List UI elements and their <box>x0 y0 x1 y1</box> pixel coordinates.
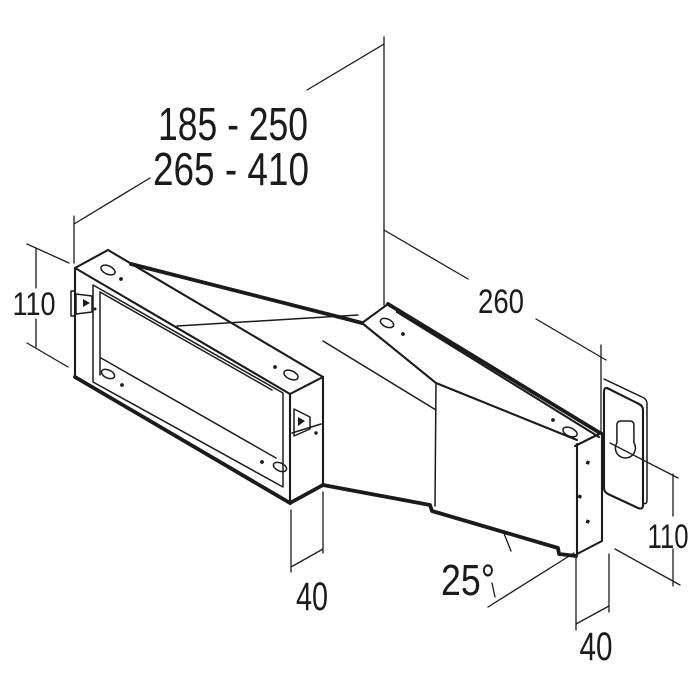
telescopic-wedge-sleeve <box>129 262 604 558</box>
dim-front-frame-depth: 40 <box>296 575 328 619</box>
front-flange-frame <box>70 248 325 505</box>
dim-inner-sleeve-length: 260 <box>478 283 524 321</box>
dim-rear-end-height: 110 <box>648 518 689 556</box>
dimension-labels: 185 - 250 265 - 410 260 110 40 25° 110 4… <box>13 98 689 669</box>
dim-adjustable-range-2: 265 - 410 <box>153 143 309 195</box>
keyhole-slot <box>614 420 637 459</box>
wall-mount-plate <box>602 378 648 510</box>
dim-bottom-angle: 25° <box>441 556 495 605</box>
dim-adjustable-range-1: 185 - 250 <box>158 98 308 150</box>
dimension-lines <box>26 36 681 631</box>
dim-rear-end-depth: 40 <box>580 625 613 669</box>
dim-front-frame-height: 110 <box>13 286 56 322</box>
